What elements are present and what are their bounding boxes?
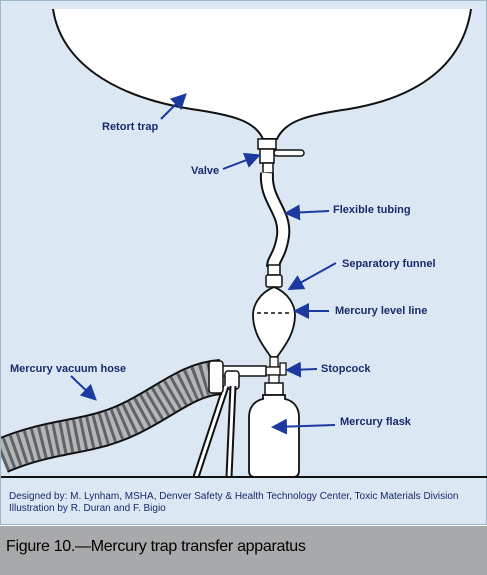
separatory-funnel [252, 264, 296, 358]
arrow-valve [222, 152, 261, 170]
apparatus-diagram: Retort trap Valve Flexible tubing Separa… [1, 8, 487, 479]
arrow-retort-trap [160, 93, 187, 120]
credits-design: Designed by: M. Lynham, MSHA, Denver Saf… [9, 491, 459, 502]
label-mercury-flask: Mercury flask [340, 416, 412, 428]
figure-caption: Figure 10.—Mercury trap transfer apparat… [6, 538, 306, 555]
credits-illustration: Illustration by R. Duran and F. Bigio [9, 503, 166, 514]
arrow-stopcock [285, 361, 318, 378]
arrow-mercury-flask [271, 418, 336, 435]
label-mercury-vacuum-hose: Mercury vacuum hose [10, 363, 126, 375]
label-mercury-level-line: Mercury level line [335, 305, 427, 317]
label-valve: Valve [191, 165, 219, 177]
arrow-separatory-funnel [287, 262, 337, 290]
credits: Designed by: M. Lynham, MSHA, Denver Saf… [9, 491, 479, 515]
retort-trap [52, 8, 472, 140]
stopcock [265, 356, 287, 386]
caption-bar: Figure 10.—Mercury trap transfer apparat… [0, 526, 487, 575]
label-stopcock: Stopcock [321, 363, 371, 375]
mercury-vacuum-hose [1, 359, 224, 473]
label-flexible-tubing: Flexible tubing [333, 204, 411, 216]
label-separatory-funnel: Separatory funnel [342, 258, 436, 270]
flexible-tubing [259, 172, 291, 268]
arrow-flexible-tubing [284, 204, 330, 221]
stand [192, 365, 267, 479]
mercury-flask [248, 382, 300, 478]
valve [257, 138, 305, 174]
arrow-mercury-vacuum-hose [70, 375, 97, 401]
diagram-panel: Retort trap Valve Flexible tubing Separa… [0, 0, 487, 525]
label-retort-trap: Retort trap [102, 121, 159, 133]
